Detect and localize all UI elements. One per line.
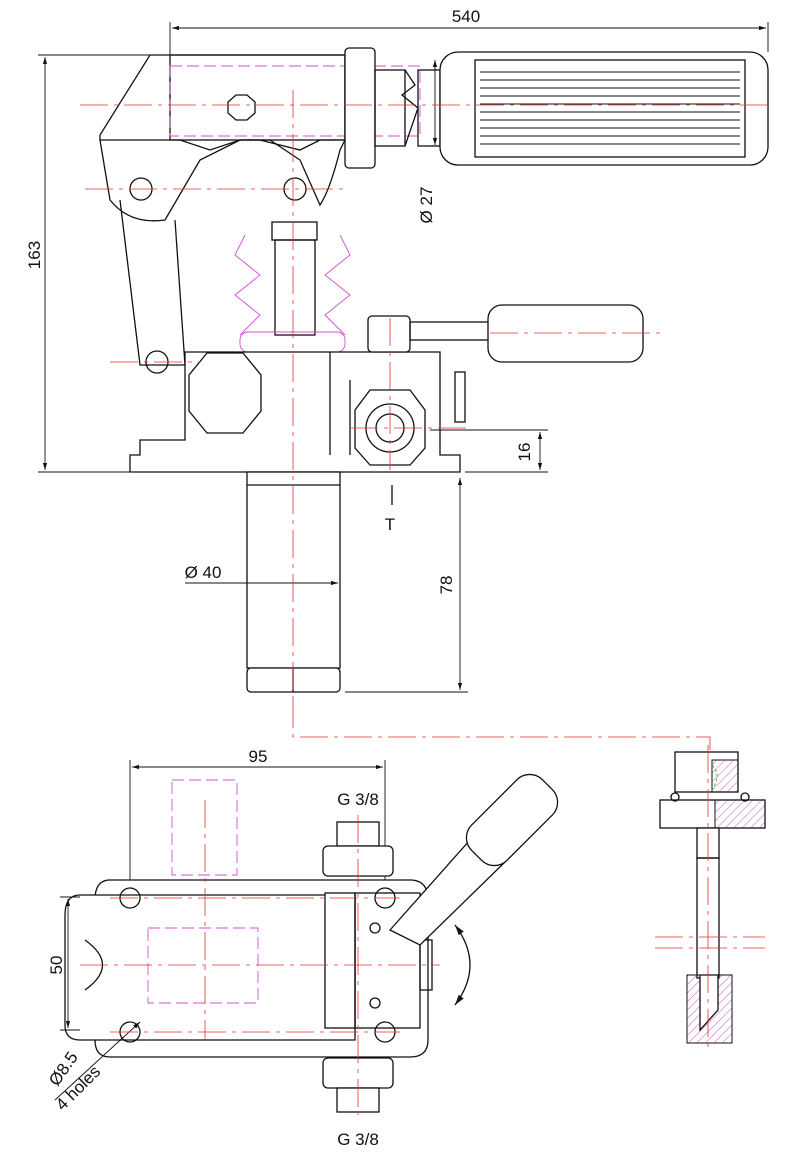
dim-78-label: 78 <box>437 576 456 595</box>
release-lever-knob <box>487 304 644 363</box>
valve-block <box>324 892 356 1029</box>
port-thread-top-label: G 3/8 <box>337 790 379 809</box>
rotation-arrow-icon <box>454 924 471 1006</box>
handle-collar <box>344 47 376 169</box>
dim-grip-diameter-label: Ø 27 <box>417 187 436 224</box>
nut-icon <box>227 94 256 121</box>
port-thread-bottom-label: G 3/8 <box>337 1130 379 1149</box>
octagon-plug <box>188 352 262 434</box>
dim-cylinder-diameter-label: Ø 40 <box>185 563 222 582</box>
release-lever-top <box>465 773 559 867</box>
front-view: 540 163 Ø 27 <box>25 7 769 750</box>
dim-50-label: 50 <box>47 956 66 975</box>
dim-95-label: 95 <box>249 747 268 766</box>
section-view <box>655 745 766 1050</box>
cylinder-body <box>64 894 356 1041</box>
cylinder <box>246 471 341 669</box>
tank-port-label: T <box>385 515 395 534</box>
dim-540-label: 540 <box>452 7 480 26</box>
top-view: 95 G 3/8 G 3/8 50 Ø8.5 4 holes <box>45 747 559 1149</box>
handle-grip <box>439 51 769 166</box>
dim-16-label: 16 <box>515 443 534 462</box>
dim-163-label: 163 <box>25 241 44 269</box>
